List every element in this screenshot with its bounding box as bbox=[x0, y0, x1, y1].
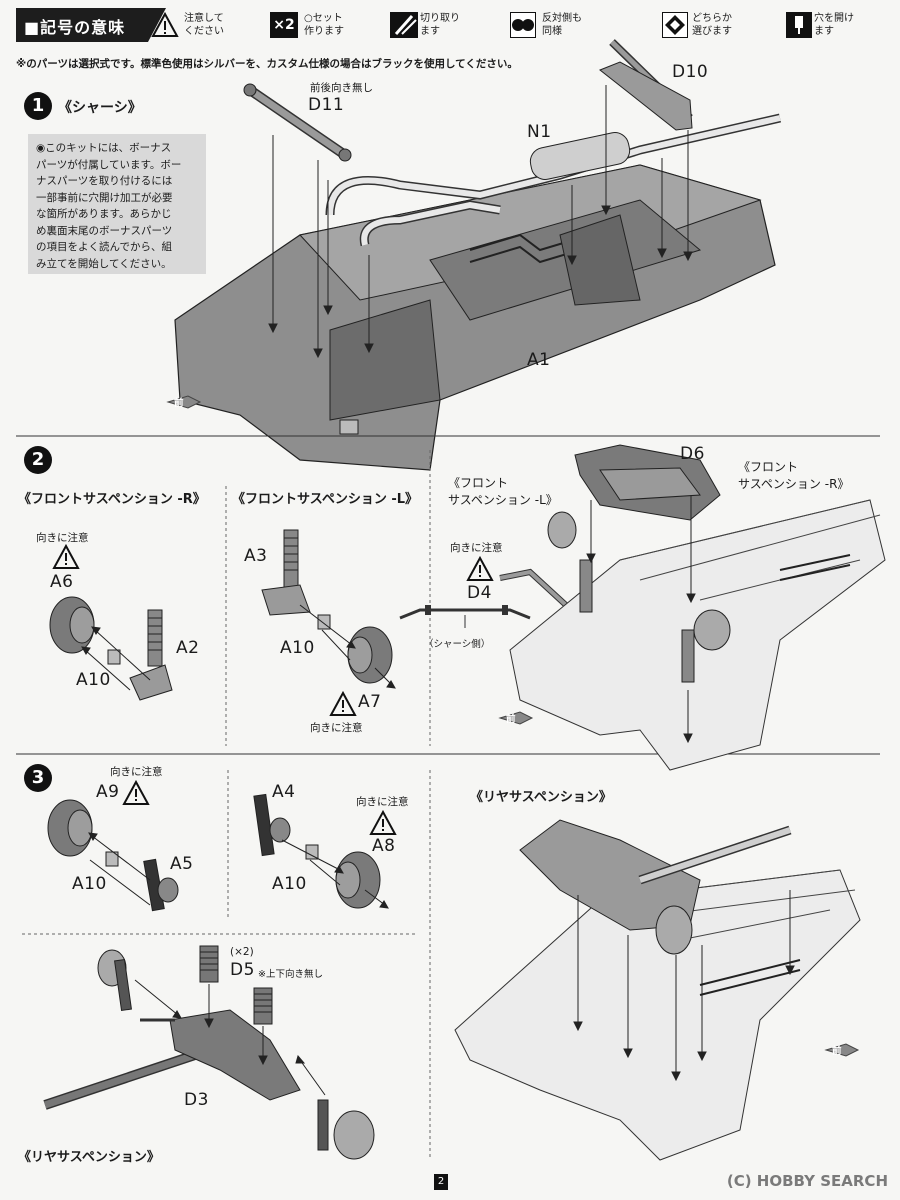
legend-drill-text: 穴を開けます bbox=[814, 13, 854, 37]
part-label-a4: A4 bbox=[272, 782, 296, 802]
front-label-2: 前 bbox=[506, 714, 516, 725]
legend-caution-text: 注意してください bbox=[184, 13, 224, 37]
part-label-a10-a: A10 bbox=[72, 874, 107, 894]
part-label-d4: D4 bbox=[467, 583, 492, 603]
caution-icon-a8 bbox=[369, 809, 397, 835]
mirror-icon bbox=[510, 12, 536, 38]
part-label-a8: A8 bbox=[372, 836, 396, 856]
part-label-a10-b: A10 bbox=[272, 874, 307, 894]
rear-susp-title-bottom: 《リヤサスペンション》 bbox=[18, 1150, 160, 1165]
part-label-a6: A6 bbox=[50, 572, 74, 592]
chassis-side-label: （シャーシ側） bbox=[424, 639, 491, 650]
part-label-d6: D6 bbox=[680, 444, 705, 464]
step-1-title: 《シャーシ》 bbox=[58, 100, 142, 116]
part-label-a5: A5 bbox=[170, 854, 194, 874]
part-label-a3: A3 bbox=[244, 546, 268, 566]
caution-icon bbox=[151, 11, 179, 37]
part-label-a1: A1 bbox=[527, 350, 551, 370]
step-2-number: 2 bbox=[24, 446, 52, 474]
part-d10-bracket bbox=[599, 39, 693, 131]
step-3-number: 3 bbox=[24, 764, 52, 792]
caution-text-a7: 向きに注意 bbox=[310, 722, 363, 734]
rear-susp-title-top: 《リヤサスペンション》 bbox=[470, 790, 612, 805]
front-susp-r-title: 《フロントサスペンション -R》 bbox=[18, 492, 206, 507]
part-label-d3: D3 bbox=[184, 1090, 209, 1110]
legend-x2-text: ○セット作ります bbox=[304, 13, 344, 37]
front-label-1: 前 bbox=[174, 398, 184, 409]
choice-icon bbox=[662, 12, 688, 38]
part-label-a9: A9 bbox=[96, 782, 120, 802]
caution-icon-a7 bbox=[329, 690, 357, 716]
legend-title: ■記号の意味 bbox=[24, 18, 126, 37]
part-label-a2: A2 bbox=[176, 638, 200, 658]
caution-text-d4: 向きに注意 bbox=[450, 542, 503, 554]
d5-orientation-note: ※上下向き無し bbox=[258, 969, 323, 980]
bonus-parts-note: ◉このキットには、ボーナス パーツが付属しています。ボー ナスパーツを取り付ける… bbox=[28, 134, 206, 274]
part-label-d5: D5 bbox=[230, 960, 255, 980]
caution-icon-a6 bbox=[52, 543, 80, 569]
caution-icon-a9 bbox=[122, 779, 150, 805]
part-label-a7: A7 bbox=[358, 692, 382, 712]
symbol-legend: ■記号の意味 注意してください ×2 ○セット作ります 切り取ります 反対側も同… bbox=[16, 8, 884, 42]
caution-text-a8: 向きに注意 bbox=[356, 796, 409, 808]
part-label-d10: D10 bbox=[672, 62, 709, 82]
caution-icon-d4 bbox=[466, 555, 494, 581]
caution-text-a9: 向きに注意 bbox=[110, 766, 163, 778]
watermark: (C) HOBBY SEARCH bbox=[726, 1172, 888, 1190]
x2-icon: ×2 bbox=[270, 12, 298, 38]
step-1-number: 1 bbox=[24, 92, 52, 120]
part-label-a10-r: A10 bbox=[76, 670, 111, 690]
selection-notice: ※のパーツは選択式です。標準色使用はシルバーを、カスタム仕様の場合はブラックを使… bbox=[16, 58, 518, 70]
d11-orientation-note: 前後向き無し bbox=[310, 82, 373, 94]
front-label-3: 前 bbox=[832, 1046, 842, 1057]
cut-icon bbox=[390, 12, 418, 38]
front-susp-l-label: 《フロントサスペンション -L》 bbox=[448, 476, 558, 507]
part-label-n1: N1 bbox=[527, 122, 552, 142]
caution-text-a6: 向きに注意 bbox=[36, 532, 89, 544]
drill-icon bbox=[786, 12, 812, 38]
front-arrow-3 bbox=[824, 1043, 860, 1057]
front-arrow-2 bbox=[498, 711, 534, 725]
d5-quantity: (×2) bbox=[230, 946, 254, 958]
legend-choice-text: どちらか選びます bbox=[692, 13, 732, 37]
front-arrow-1 bbox=[166, 395, 202, 409]
legend-cut-text: 切り取ります bbox=[420, 13, 460, 37]
part-label-a10-l: A10 bbox=[280, 638, 315, 658]
part-d11-arm bbox=[243, 83, 352, 162]
legend-title-box bbox=[16, 8, 166, 42]
legend-mirror-text: 反対側も同様 bbox=[542, 13, 582, 37]
front-susp-r-label: 《フロントサスペンション -R》 bbox=[738, 460, 850, 491]
part-label-d11: D11 bbox=[308, 95, 345, 115]
page-number: 2 bbox=[434, 1174, 448, 1190]
front-susp-l-title: 《フロントサスペンション -L》 bbox=[232, 492, 419, 507]
